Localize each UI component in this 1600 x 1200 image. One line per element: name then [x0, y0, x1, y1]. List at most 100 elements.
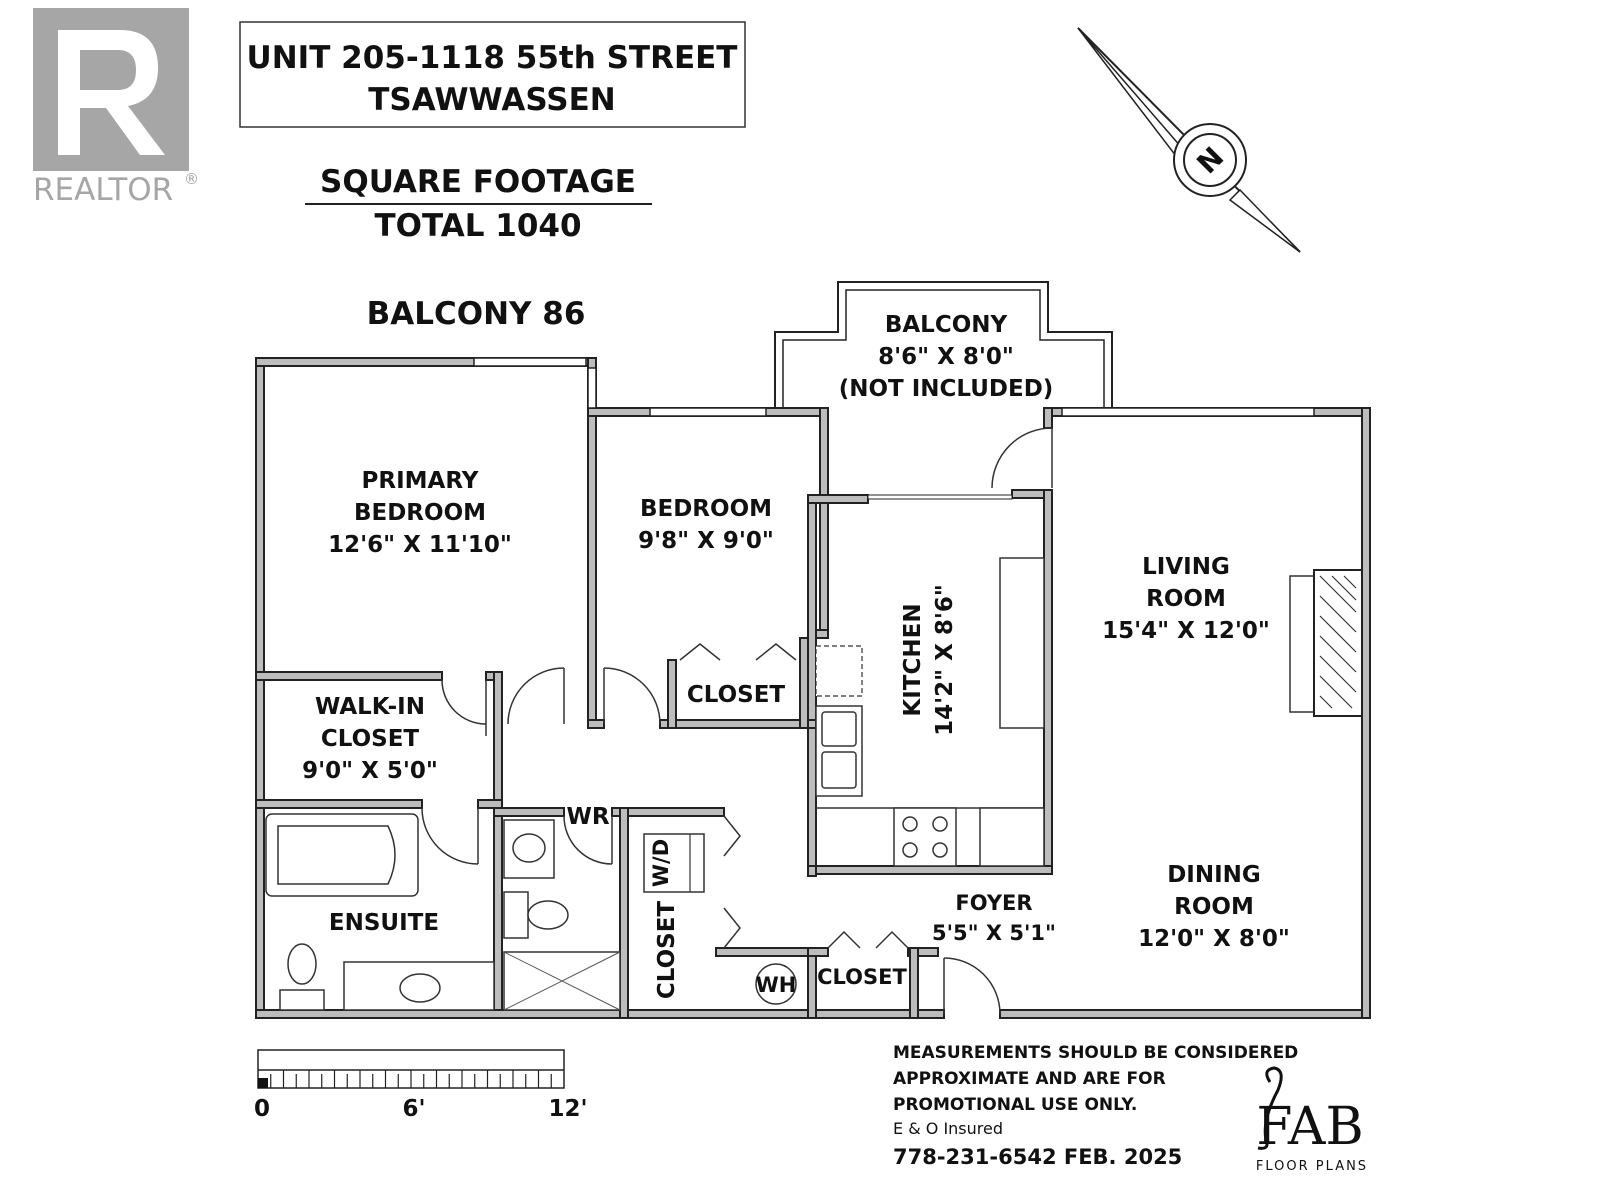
wall-kitchen-right — [1043, 489, 1053, 873]
kitchen-pass-through — [867, 494, 1013, 500]
washer-dryer — [643, 833, 705, 893]
wall-ensuite-right — [493, 671, 503, 1011]
bifold-foyer-left — [827, 930, 861, 949]
balcony-note: (NOT INCLUDED) — [839, 376, 1054, 402]
disclaimer-line-2: APPROXIMATE AND ARE FOR — [893, 1069, 1166, 1089]
primary-dim: 12'6" X 11'10" — [328, 532, 512, 558]
window-primary-side — [587, 367, 597, 409]
toilet-ensuite — [287, 943, 317, 985]
realtor-registered-mark: ® — [184, 170, 199, 188]
wall-walkin-top — [255, 671, 443, 681]
disclaimer-insured: E & O Insured — [893, 1119, 1003, 1138]
wall-ensuite-top-jamb — [477, 799, 503, 809]
wall-closet-left — [667, 659, 677, 729]
balcony-dim: 8'6" X 8'0" — [878, 344, 1014, 370]
room-labels: BALCONY 8'6" X 8'0" (NOT INCLUDED) PRIMA… — [302, 312, 1290, 999]
stove — [893, 807, 957, 867]
door-living-balcony — [991, 427, 1053, 489]
dishwasher — [815, 645, 863, 697]
realtor-logo: REALTOR ® — [33, 8, 199, 208]
wall-outer-bottom-right — [999, 1009, 1371, 1019]
door-wr — [563, 815, 613, 865]
fab-logo-flourish — [1257, 1066, 1283, 1150]
phone-and-date: 778-231-6542 FEB. 2025 — [893, 1145, 1182, 1169]
north-compass: N — [1077, 27, 1301, 253]
door-entry — [943, 957, 1001, 1015]
fireplace-hearth — [1289, 575, 1315, 713]
door-ensuite — [421, 807, 479, 865]
primary-name-2: BEDROOM — [354, 500, 486, 526]
wall-foyer-closet-left — [807, 947, 817, 1019]
window-primary — [473, 357, 587, 367]
refrigerator — [979, 807, 1045, 867]
dining-name-2: ROOM — [1174, 894, 1254, 920]
bifold-laundry-top — [723, 815, 741, 857]
walkin-name-2: CLOSET — [321, 726, 420, 752]
doors — [421, 427, 1053, 1015]
wall-kitchen-bottom — [807, 865, 1053, 875]
sqft-title: SQUARE FOOTAGE — [320, 164, 636, 200]
disclaimer: MEASUREMENTS SHOULD BE CONSIDERED APPROX… — [893, 1043, 1298, 1169]
scale-ticks — [270, 1070, 552, 1088]
sqft-total: TOTAL 1040 — [374, 208, 581, 244]
wall-outer-left — [255, 357, 265, 1019]
address-header: UNIT 205-1118 55th STREET TSAWWASSEN — [239, 21, 746, 128]
wr-label: WR — [566, 804, 609, 830]
foyer-name: FOYER — [955, 891, 1032, 915]
window-living — [1061, 407, 1315, 417]
dining-name-1: DINING — [1167, 862, 1261, 888]
wall-foyer-closet-top-left — [807, 947, 829, 957]
bifold-closet-bed-right — [755, 643, 797, 661]
dining-dim: 12'0" X 8'0" — [1138, 926, 1290, 952]
wall-wr-top — [493, 807, 565, 817]
realtor-wordmark: REALTOR — [33, 172, 173, 208]
balcony-name: BALCONY — [885, 312, 1008, 338]
fixtures — [265, 557, 1363, 1011]
bifold-foyer-right — [875, 930, 909, 949]
unit-address-line: UNIT 205-1118 55th STREET — [247, 40, 738, 76]
wall-outer-right — [1361, 407, 1371, 1019]
wall-kitchen-left — [807, 494, 817, 876]
wd-label: W/D — [649, 839, 673, 887]
fab-logo-subtitle: FLOOR PLANS — [1256, 1159, 1368, 1174]
closet-bedroom-label: CLOSET — [687, 682, 786, 708]
balcony-outline — [774, 281, 1113, 408]
wall-wr-right — [619, 807, 629, 1019]
wall-foyer-closet-top-right — [907, 947, 939, 957]
wall-living-door-jamb — [1043, 407, 1053, 429]
living-name-2: ROOM — [1146, 586, 1226, 612]
living-name-1: LIVING — [1142, 554, 1230, 580]
wall-bedroom-bottom — [659, 719, 817, 729]
scale-label-6: 6' — [402, 1096, 425, 1122]
wall-closet-right — [799, 637, 809, 729]
scale-label-0: 0 — [254, 1096, 270, 1122]
bifold-laundry-bottom — [723, 907, 741, 949]
toilet-wr — [503, 891, 529, 939]
bifold-closet-bed-left — [679, 643, 721, 661]
disclaimer-line-1: MEASUREMENTS SHOULD BE CONSIDERED — [893, 1043, 1298, 1063]
balcony-sqft: BALCONY 86 — [367, 296, 586, 332]
living-dim: 15'4" X 12'0" — [1102, 618, 1270, 644]
wall-foyer-closet-right — [909, 947, 919, 1019]
bedroom-dim: 9'8" X 9'0" — [638, 528, 774, 554]
compass-north-needle — [1077, 27, 1183, 158]
wall-primary-door-jamb — [587, 719, 605, 729]
ensuite-label: ENSUITE — [329, 910, 439, 936]
address-box — [239, 21, 746, 128]
scale-bar: 0 6' 12' — [254, 1049, 588, 1122]
primary-name-1: PRIMARY — [362, 468, 479, 494]
wall-laundry-inner — [715, 947, 817, 957]
compass-south-needle — [1228, 188, 1301, 253]
kitchen-dim: 14'2" X 8'6" — [932, 584, 958, 736]
walkin-name-1: WALK-IN — [315, 694, 425, 720]
square-footage: SQUARE FOOTAGE TOTAL 1040 BALCONY 86 — [305, 164, 652, 332]
realtor-r-letter — [58, 30, 165, 155]
kitchen-counter — [999, 557, 1045, 729]
compass-inner-ring — [1183, 133, 1237, 187]
door-walkin — [441, 679, 487, 725]
bedroom-name: BEDROOM — [640, 496, 772, 522]
disclaimer-line-3: PROMOTIONAL USE ONLY. — [893, 1095, 1137, 1115]
balcony-outline-inner — [782, 289, 1105, 408]
city-line: TSAWWASSEN — [368, 82, 615, 118]
